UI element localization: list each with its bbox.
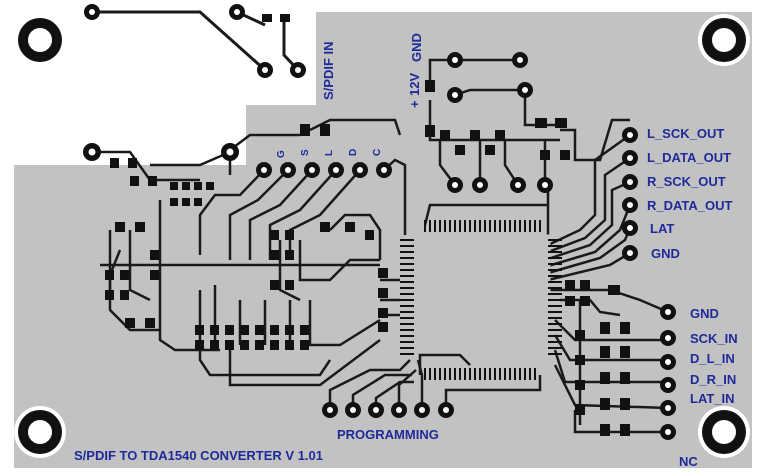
- mounting-hole-top-left: [14, 14, 66, 66]
- chip-pins-left: [400, 239, 414, 355]
- input-label-sck: SCK_IN: [690, 331, 738, 346]
- through-hole-pads: [83, 52, 553, 193]
- header-pin-d: D: [348, 148, 359, 156]
- mounting-hole-top-right: [698, 14, 750, 66]
- output-label-l-sck: L_SCK_OUT: [647, 126, 725, 141]
- output-label-lat: LAT: [650, 221, 675, 236]
- board-title: S/PDIF TO TDA1540 CONVERTER V 1.01: [74, 448, 323, 463]
- left-header-pads: [256, 162, 392, 178]
- chip-pins-bottom: [424, 368, 536, 380]
- output-label-gnd: GND: [651, 246, 680, 261]
- programming-header-pads: [322, 402, 454, 418]
- chip-pins-top: [424, 220, 541, 232]
- output-label-r-sck: R_SCK_OUT: [647, 174, 726, 189]
- smd-pads: [105, 80, 630, 436]
- header-pin-g: G: [276, 150, 287, 158]
- header-pin-c: C: [372, 148, 383, 156]
- input-label-nc: NC: [679, 454, 698, 469]
- input-header-pads: [660, 304, 676, 440]
- header-pin-l: L: [324, 149, 335, 156]
- spdif-in-label: S/PDIF IN: [321, 41, 336, 100]
- output-label-l-data: L_DATA_OUT: [647, 150, 732, 165]
- input-label-lat: LAT_IN: [690, 391, 735, 406]
- header-pin-s: S: [300, 149, 311, 156]
- power-12v-label: 12V: [407, 72, 422, 96]
- chip-pins-right: [548, 239, 562, 355]
- copper-traces: [92, 58, 669, 434]
- input-label-d-l: D_L_IN: [690, 351, 735, 366]
- ground-plane: [14, 12, 752, 468]
- programming-label: PROGRAMMING: [337, 427, 439, 442]
- top-left-pads: [84, 4, 306, 78]
- output-label-r-data: R_DATA_OUT: [647, 198, 733, 213]
- input-label-d-r: D_R_IN: [690, 372, 737, 387]
- mounting-hole-bottom-right: [698, 406, 750, 458]
- power-gnd-label: GND: [409, 33, 424, 62]
- input-label-gnd: GND: [690, 306, 719, 321]
- output-header-pads: [622, 127, 638, 261]
- mounting-hole-bottom-left: [14, 406, 66, 458]
- main-chip: [419, 234, 551, 301]
- power-plus-label: +: [407, 100, 422, 108]
